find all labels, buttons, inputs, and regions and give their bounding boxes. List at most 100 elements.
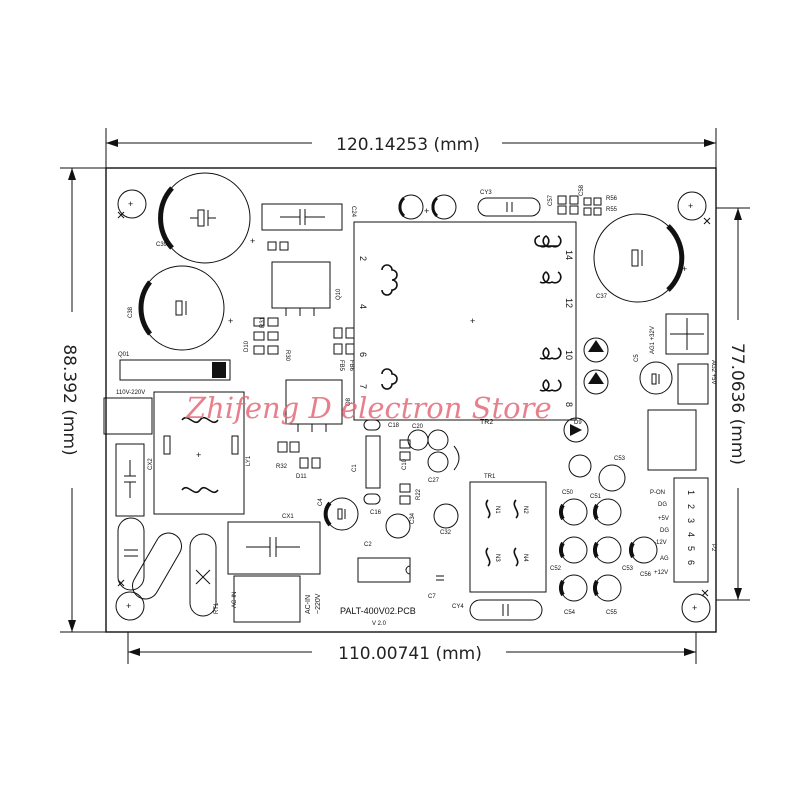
label-c4: C4: [318, 498, 324, 506]
label-ag1: AG1 +32V: [650, 326, 656, 354]
label-ac-voltage: ~220V: [315, 593, 322, 614]
label-c2: C2: [364, 542, 372, 548]
label-c51: C51: [590, 494, 602, 500]
board-name: PALT-400V02.PCB: [340, 606, 416, 616]
transistor-q01: Q01: [118, 352, 231, 381]
label-tr1: TR1: [484, 474, 496, 480]
label-c18: C18: [388, 423, 400, 429]
dimension-bottom: 110.00741 (mm): [127, 604, 697, 664]
label-p2: P2: [710, 544, 716, 552]
label-c16: C16: [370, 510, 382, 516]
label-d10: D10: [244, 340, 250, 352]
output-pin: 1: [686, 490, 696, 495]
label-ly1: LY1: [246, 455, 252, 466]
label-c52: C52: [550, 566, 562, 572]
capacitor-c5: C5: [634, 354, 673, 395]
label-voltage-select: 110V-220V: [116, 390, 145, 396]
label-r55: R55: [606, 207, 618, 213]
svg-text:+: +: [470, 316, 475, 326]
label-c55: C55: [606, 610, 618, 616]
label-r30: R30: [284, 350, 290, 362]
label-ac-in: AC-IN: [232, 592, 238, 608]
capacitor-cx1: CX1: [227, 514, 321, 575]
label-c24: C24: [350, 206, 356, 218]
dimension-top: 120.14253 (mm): [105, 128, 717, 168]
svg-text:+: +: [128, 199, 133, 209]
ac-input-connector: AC-IN AC-IN ~220V: [232, 575, 322, 623]
label-fb6: FB6: [348, 360, 354, 372]
label-c38: C38: [128, 306, 134, 318]
mounting-hole: +: [115, 579, 145, 621]
dimension-width-bottom: 110.00741 (mm): [338, 644, 482, 664]
label-c39: C39: [156, 242, 168, 248]
dimension-width-top: 120.14253 (mm): [336, 135, 480, 155]
label-q10: Q10: [336, 288, 342, 300]
dimension-right: 77.0636 (mm): [696, 207, 750, 601]
label-q8: Q8: [346, 397, 352, 406]
connector-ag2: AG2 +5V: [677, 360, 716, 405]
svg-text:+: +: [692, 603, 697, 613]
watermark: Zhifeng D electron Store: [185, 391, 552, 425]
output-connector-p2: 1 2 3 4 5 6 P2 P-ON DG +5V DG -12V AG +1…: [650, 477, 716, 583]
label-c37: C37: [596, 294, 608, 300]
tr2-pin: 7: [358, 384, 368, 389]
capacitor-c39: C39 +: [156, 172, 255, 264]
tr1-winding: N3: [494, 554, 500, 562]
label-c5: C5: [634, 354, 640, 362]
label-ac-in-text: AC-IN: [305, 595, 312, 614]
tr2-pin: 4: [358, 304, 368, 309]
tr2-pin: 2: [358, 256, 368, 261]
pin-signal-label: DG: [658, 502, 667, 508]
label-d9: D9: [574, 420, 582, 426]
label-d11: D11: [296, 474, 307, 480]
label-ag2: AG2 +5V: [710, 360, 716, 385]
svg-text:+: +: [424, 206, 429, 216]
board-outline: [105, 167, 717, 633]
pin-signal-label: -12V: [654, 540, 667, 546]
transformer-tr2: + TR2 2 4 6 7 14 12 10 8: [353, 221, 577, 426]
connector-ag1: AG1 +32V: [650, 313, 709, 355]
dimension-height-right: 77.0636 (mm): [727, 343, 747, 465]
output-pin: 6: [686, 560, 696, 565]
capacitor-cy3: CY3: [477, 190, 541, 217]
label-c34: C34: [410, 512, 416, 524]
svg-text:+: +: [196, 450, 201, 460]
label-c57: C57: [548, 194, 554, 206]
pin-signal-label: +5V: [658, 516, 669, 522]
tr1-winding: N4: [522, 554, 528, 562]
label-tr2: TR2: [480, 419, 493, 426]
mounting-hole: +: [681, 589, 711, 623]
label-cy4: CY4: [452, 604, 464, 610]
tr2-pin: 6: [358, 352, 368, 357]
capacitor-c37: C37 +: [593, 213, 687, 303]
output-pin: 3: [686, 518, 696, 523]
label-c53b: C53: [622, 566, 634, 572]
dimension-height-left: 88.392 (mm): [59, 344, 79, 455]
pin-signal-label: AG: [660, 556, 669, 562]
label-c27: C27: [428, 478, 440, 484]
label-c32: C32: [440, 530, 452, 536]
capacitor-c4: C4: [318, 497, 359, 531]
dimension-left: 88.392 (mm): [59, 167, 106, 633]
mounting-hole: +: [117, 189, 147, 219]
label-rt1: RT1: [214, 602, 220, 614]
capacitor-c24: C24: [261, 203, 356, 231]
label-c58: C58: [579, 184, 585, 196]
label-q01: Q01: [118, 352, 130, 358]
label-r31: R31: [260, 316, 266, 328]
label-c56: C56: [640, 572, 652, 578]
pin-signal-label: P-ON: [650, 490, 665, 496]
label-c20: C20: [412, 424, 424, 430]
transformer-tr1: TR1 N1 N2 N3 N4: [469, 474, 547, 593]
svg-text:+: +: [126, 601, 131, 611]
pin-signal-label: +12V: [654, 570, 668, 576]
svg-text:+: +: [688, 201, 693, 211]
label-c50: C50: [562, 490, 574, 496]
pin-signal-label: DG: [660, 528, 669, 534]
mounting-hole: +: [677, 191, 711, 225]
label-fb5: FB5: [338, 360, 344, 372]
label-c10: C10: [402, 458, 408, 470]
label-r32: R32: [276, 464, 288, 470]
label-r22: R22: [416, 488, 422, 500]
